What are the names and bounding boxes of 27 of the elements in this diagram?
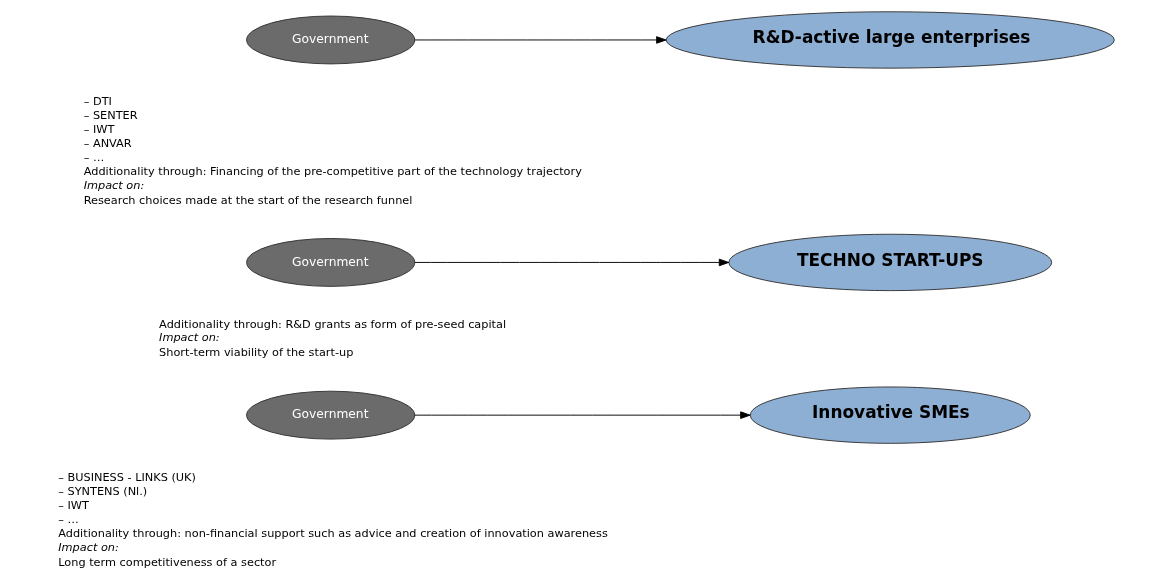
node-label: – … [83, 151, 105, 165]
arrow [414, 36, 667, 44]
node-label: Long term competitiveness of a sector [58, 555, 277, 569]
node-label: – ANVAR [83, 137, 132, 151]
node-label: – SYNTENS (Nl.) [58, 484, 148, 498]
arrow [414, 258, 730, 267]
node-label: Additionality through: non-financial support such as advice and creation of innovation awareness [58, 527, 608, 541]
node-ellipse: R&D-active large enterprises [665, 11, 1115, 69]
node-label: Impact on: [159, 331, 220, 345]
node-label: – DTI [83, 94, 112, 108]
node-label: Short-term viability of the start-up [159, 346, 354, 360]
node-label: Additionality through: Financing of the pre-competitive part of the technology trajectory [83, 165, 582, 179]
arrow [414, 411, 751, 419]
node-label: – SENTER [83, 108, 138, 122]
node-ellipse: TECHNO START-UPS [728, 233, 1053, 292]
node-ellipse: Government [246, 238, 416, 287]
node-ellipse: Innovative SMEs [749, 386, 1031, 444]
node-label: – BUSINESS - LINKS (UK) [58, 470, 196, 484]
node-label: – IWT [58, 499, 89, 513]
node-label: – IWT [83, 122, 115, 136]
node-label: – … [58, 513, 79, 527]
node-label: Additionality through: R&D grants as form of pre-seed capital [159, 318, 507, 332]
node-label: Impact on: [58, 540, 119, 554]
node-label: Research choices made at the start of the research funnel [83, 193, 413, 207]
node-label: Impact on: [83, 178, 145, 192]
node-ellipse: Government [246, 390, 416, 440]
node-ellipse: Government [246, 15, 416, 65]
